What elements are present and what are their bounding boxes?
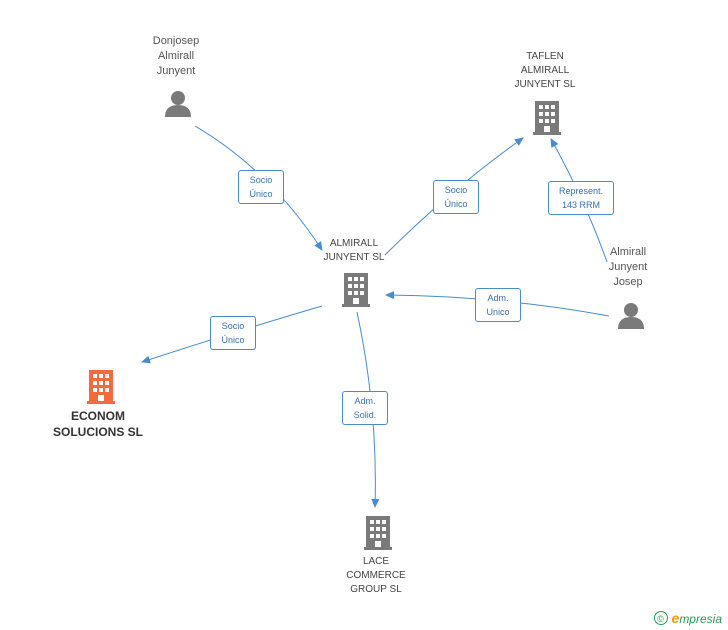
person-icon[interactable] [165,91,191,117]
node-label-lace[interactable]: LACE COMMERCE GROUP SL [346,556,406,595]
building-icon[interactable] [533,101,561,135]
edge-label-socio-unico: Socio Único [433,180,479,214]
edge-label-represent: Represent. 143 RRM [548,181,614,215]
footer-brand: © empresia [653,610,722,626]
node-label-econom[interactable]: ECONOM SOLUCIONS SL [52,409,143,439]
node-label-almirall-junyent-sl[interactable]: ALMIRALL JUNYENT SL [323,238,385,263]
building-icon[interactable] [364,516,392,550]
node-label-almirall-josep[interactable]: Almirall Junyent Josep [608,246,648,288]
brand-logo: empresia [671,610,722,626]
building-icon-focus[interactable] [87,370,115,404]
edge-label-adm-solid: Adm. Solid. [342,391,388,425]
node-label-taflen[interactable]: TAFLEN ALMIRALL JUNYENT SL [514,51,576,90]
edge-label-adm-unico: Adm. Unico [475,288,521,322]
node-label-donjosep[interactable]: Donjosep Almirall Junyent [152,35,200,77]
copyright-icon: © [653,611,668,625]
person-icon[interactable] [618,303,644,329]
edge-label-socio-unico: Socio Único [238,170,284,204]
edge-label-socio-unico: Socio Único [210,316,256,350]
building-icon[interactable] [342,273,370,307]
